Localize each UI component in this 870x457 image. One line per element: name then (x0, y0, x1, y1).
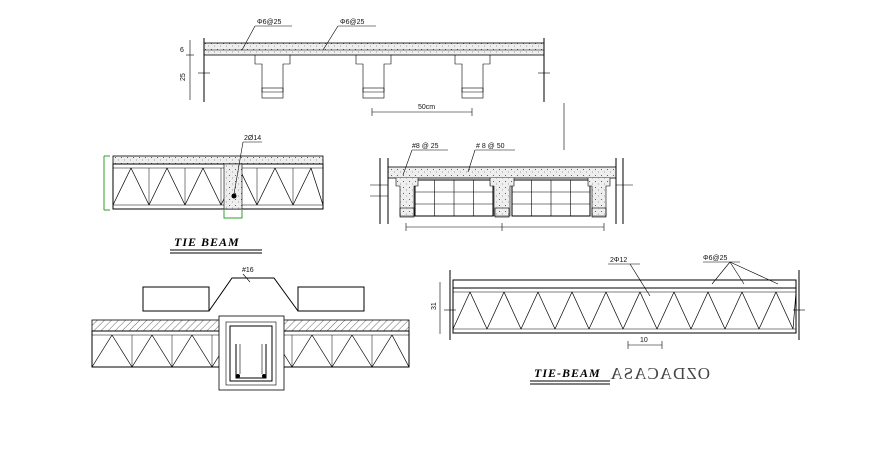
dim-rib-spacing: 50cm (418, 104, 435, 111)
block-slab-section: #8 @ 25 # 8 @ 50 (370, 143, 633, 231)
label-rebar-8-25: #8 @ 25 (412, 143, 439, 150)
slab-topping (203, 42, 545, 56)
truss-web-left (112, 167, 324, 206)
label-rebar-2-12: 2Φ12 (610, 257, 627, 264)
dim-top-thickness: 6 (180, 47, 184, 54)
tie-beam-left-elevation: 2Ø14 TIE BEAM (103, 135, 324, 254)
block-topping (387, 166, 617, 179)
dim-stirrup-spacing: 10 (640, 337, 648, 344)
hollow-block-1 (414, 179, 494, 217)
label-rebar-16: #16 (242, 267, 254, 274)
beam-topping (112, 155, 324, 165)
truss-web-right (452, 291, 797, 330)
connection-detail: #16 (91, 267, 410, 391)
dim-beam-height: 31 (431, 302, 438, 310)
hollow-block-2 (511, 179, 591, 217)
title-tie-beam-right: TIE-BEAM (534, 366, 601, 380)
label-rebar-left: Φ6@25 (257, 19, 281, 26)
label-rebar-right: Φ6@25 (340, 19, 364, 26)
label-stirrups-6-25: Φ6@25 (703, 255, 727, 262)
rib-2 (355, 55, 392, 99)
mirrored-watermark-text: OZDACASA (609, 364, 710, 383)
rib-slab-section: 6 25 50cm Φ6@25 Φ6@25 (180, 19, 565, 150)
dim-side-height: 25 (180, 73, 187, 81)
label-rebar-2d14: 2Ø14 (244, 135, 261, 142)
rib-3 (454, 55, 491, 99)
block-rib-mid (489, 178, 515, 217)
label-rebar-8-50: # 8 @ 50 (476, 143, 505, 150)
block-rib-left (395, 178, 419, 217)
tie-beam-right-elevation: 31 10 2Φ12 Φ6@25 TIE-BEAM OZDACASA (431, 255, 805, 385)
block-rib-right (587, 178, 611, 217)
connection-column (218, 315, 285, 391)
rib-1 (254, 55, 291, 99)
beam-core (223, 163, 243, 210)
title-tie-beam-left: TIE BEAM (174, 235, 240, 249)
